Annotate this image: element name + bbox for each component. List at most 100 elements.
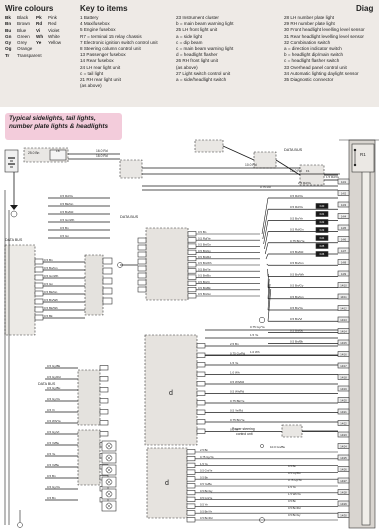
control-unit (146, 447, 188, 519)
connector-ref (117, 262, 123, 268)
pin-label: 14/14 (340, 329, 347, 333)
data-bus-label: DATA BUS (120, 215, 139, 219)
wire-label: 0.75 Bk/Ye (230, 399, 245, 403)
pin-box (337, 178, 350, 185)
wire-label: 0.75 Bn/Ye (230, 418, 245, 422)
pin-box (34, 258, 44, 265)
wire (222, 145, 255, 161)
wire-label: 25.0 Bn (28, 151, 40, 155)
pin-box (337, 328, 350, 334)
wire-label: 0.5 Bn/Rd (288, 506, 301, 510)
pin-label: 14/15 (340, 341, 347, 345)
pin-label: 14/24 (340, 444, 347, 448)
pin-box (137, 265, 147, 272)
pin-box (337, 385, 350, 392)
wire-label: 0.5 Gy/Rd (47, 375, 61, 379)
wire-label: 0.5 Bn (198, 230, 207, 234)
wire-label: 0.5 Wh/Ye (47, 419, 61, 423)
wire-label: 0.5 Bk (44, 314, 53, 318)
pin-box (337, 236, 350, 242)
wire-label: 0.5 Rd/Ye (60, 194, 73, 198)
wire-label: 0.5 Gn/Wh (60, 218, 75, 222)
wire-label: 0.5 Bk/Wh (44, 306, 58, 310)
wire-label: 0.5 Bn/Rd (290, 250, 304, 254)
fuse (315, 235, 329, 241)
pin-box (337, 282, 350, 288)
wire-label: 0.5 Bn/Rd (200, 516, 213, 520)
wire-label: 0.5 Bn (60, 226, 69, 230)
pin-box (102, 277, 113, 285)
wire-label: 10.0 Gn/Bu (270, 445, 286, 449)
wire-label: 0.5 Gy/Bk (47, 364, 61, 368)
pin-box (196, 371, 206, 377)
pin-label: 14/16 (340, 352, 347, 356)
key-column-2: 23 Instrument cluster b = main beam warn… (176, 15, 234, 83)
power-steering-label: Power steering (232, 427, 255, 431)
wire-label: 0.5 Wh/Rd (230, 380, 245, 384)
wire-label: 0.5 Ye/Bu (200, 482, 212, 486)
pin-label: 14/5 (341, 226, 347, 230)
pin-box (186, 462, 196, 468)
wire-label: 0.5 Bn/Bk (290, 340, 304, 344)
pin-label: 14/12 (340, 306, 347, 310)
pin-box (337, 259, 350, 265)
wire-label: 0.5 Vi/Bu (47, 441, 59, 445)
wire-label: 0.5 Rd/Ye (290, 205, 303, 209)
lamp-filament (106, 443, 112, 449)
relay-box (351, 143, 375, 173)
wire-label: 0.5 Bn (288, 499, 297, 503)
wire-label: 0.5 Bn (47, 496, 56, 500)
wire-label: 0.5 Rd/Ye (198, 236, 211, 240)
pin-box (99, 376, 109, 382)
fuse (315, 203, 329, 209)
pin-box (337, 477, 350, 484)
pin-box (196, 428, 206, 434)
wire-label: 0.5 Bn/Bk (198, 286, 211, 290)
fuse (315, 243, 329, 249)
wire-label: 1.5 Ye (288, 485, 296, 489)
pin-label: 14/18 (340, 375, 347, 379)
wire-label: 0.5 Gn/Wh (44, 274, 59, 278)
pin-box (186, 476, 196, 482)
wire-label: 0.5 Bk/Gn (60, 202, 74, 206)
pin-box (337, 201, 350, 208)
wire-label: 0.75 Gy/Rd (230, 352, 246, 356)
fuse-label: F1 (306, 169, 310, 173)
pin-box (187, 268, 197, 274)
power-steering-label: control unit (236, 432, 253, 436)
pin-label: 14/17 (340, 364, 347, 368)
pin-box (196, 390, 206, 396)
pin-box (186, 510, 196, 516)
pin-box (34, 290, 44, 297)
diagram-title: Diag (356, 4, 374, 13)
pin-label: 14/13 (340, 318, 347, 322)
wire-label: 16.0 Rd (96, 149, 108, 153)
wire-label: 0.5 Bn (47, 474, 56, 478)
wire (265, 253, 269, 260)
wire-label: 0.5 Bk/Gn (44, 290, 58, 294)
pin-label: 14/26 (340, 467, 347, 471)
fuse (315, 251, 329, 257)
relay-label: R1 (360, 152, 366, 157)
wire-label: 0.5 Bn (288, 464, 297, 468)
lamp-icon (105, 490, 113, 498)
pin-label: 14/3 (341, 203, 347, 207)
wire-label: 1.5 Ye (250, 333, 259, 337)
pin-box (137, 251, 147, 258)
wire-label: 0.5 Bn/Wh (290, 272, 304, 276)
wire-label: 0.5 Bn/Gn (290, 261, 304, 265)
pin-box (99, 398, 109, 404)
wire-label: 0.5 Ye (47, 452, 56, 456)
wire-label: 2.5 Bn (200, 448, 209, 452)
wire-label: 0.5 Bn/Gy (290, 284, 304, 288)
pin-box (186, 496, 196, 502)
wire-label: 0.5 Bn/Ye (200, 509, 212, 513)
wire-label: 0.5 Vi (47, 408, 55, 412)
pin-box (196, 343, 206, 349)
pin-label: 14/21 (340, 410, 347, 414)
wire-label: 0.5 Bn/Ye (290, 216, 303, 220)
wire-label: 1.0 Wh (230, 371, 240, 375)
wire-label: 0.5 Gy/Vi (47, 430, 60, 434)
